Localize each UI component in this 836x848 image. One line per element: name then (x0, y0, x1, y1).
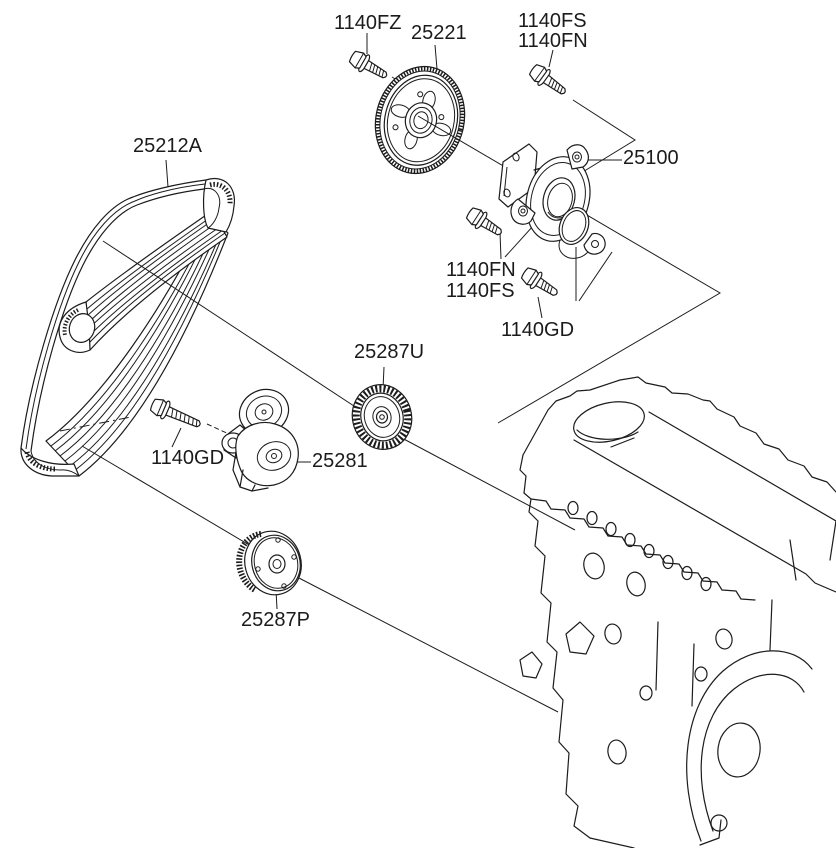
part-label-1140fn-mid: 1140FN (446, 259, 516, 281)
bolt-1140gd-left-drawing (148, 396, 203, 434)
water-pump-drawing (499, 144, 605, 258)
bolt-1140fn-fs-mid-drawing (464, 205, 506, 241)
part-label-1140gd-right: 1140GD (501, 319, 575, 341)
bolt-1140gd-right-drawing (519, 265, 562, 302)
part-label-25212a: 25212A (133, 135, 202, 157)
flange-ear (567, 145, 588, 169)
bolt-1140fz-drawing (347, 48, 391, 84)
ribbed-rim (367, 59, 474, 180)
part-label-1140fn-top: 1140FN (518, 30, 588, 52)
idler-pulley-drawing (345, 378, 419, 456)
bolt-1140fs-fn-top-drawing (527, 61, 570, 100)
part-label-1140fs-top: 1140FS (518, 10, 587, 32)
part-label-25281: 25281 (312, 450, 368, 472)
leader-lines (60, 33, 635, 712)
pump-pulley-drawing (364, 57, 476, 183)
toothed-rim (350, 383, 414, 451)
belt-drawing (21, 179, 234, 476)
part-label-1140gd-left: 1140GD (151, 447, 225, 469)
part-label-25221: 25221 (411, 22, 467, 44)
engine-block-drawing (520, 377, 836, 848)
part-label-25287u: 25287U (354, 341, 425, 363)
part-label-25287p: 25287P (241, 609, 310, 631)
crank-pulley-drawing (238, 525, 309, 601)
hub (377, 411, 388, 423)
part-label-25100: 25100 (623, 147, 679, 169)
tensioner-drawing (222, 381, 298, 491)
part-label-1140fz: 1140FZ (334, 12, 402, 34)
flange-ear (511, 199, 535, 224)
flange-ear (584, 233, 605, 254)
part-label-1140fs-mid: 1140FS (446, 280, 515, 302)
hidden-edge-line (60, 417, 131, 431)
hub (269, 555, 285, 573)
belt-rib-lines (87, 215, 225, 343)
